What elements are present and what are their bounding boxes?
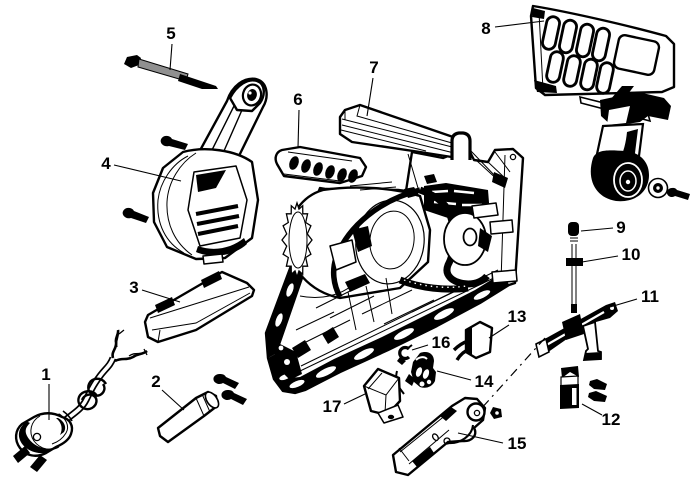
svg-text:8: 8 <box>481 19 490 38</box>
svg-text:15: 15 <box>508 434 527 453</box>
svg-text:9: 9 <box>616 218 625 237</box>
svg-text:6: 6 <box>293 90 302 109</box>
svg-text:12: 12 <box>602 410 621 429</box>
svg-text:4: 4 <box>101 154 111 173</box>
svg-text:11: 11 <box>641 287 659 306</box>
svg-text:13: 13 <box>508 307 527 326</box>
svg-text:17: 17 <box>323 397 342 416</box>
svg-text:5: 5 <box>166 24 175 43</box>
svg-text:10: 10 <box>622 245 641 264</box>
svg-text:1: 1 <box>41 365 50 384</box>
svg-text:7: 7 <box>369 58 378 77</box>
svg-text:3: 3 <box>129 278 138 297</box>
svg-text:14: 14 <box>475 372 494 391</box>
svg-text:2: 2 <box>151 372 160 391</box>
svg-text:16: 16 <box>432 333 451 352</box>
